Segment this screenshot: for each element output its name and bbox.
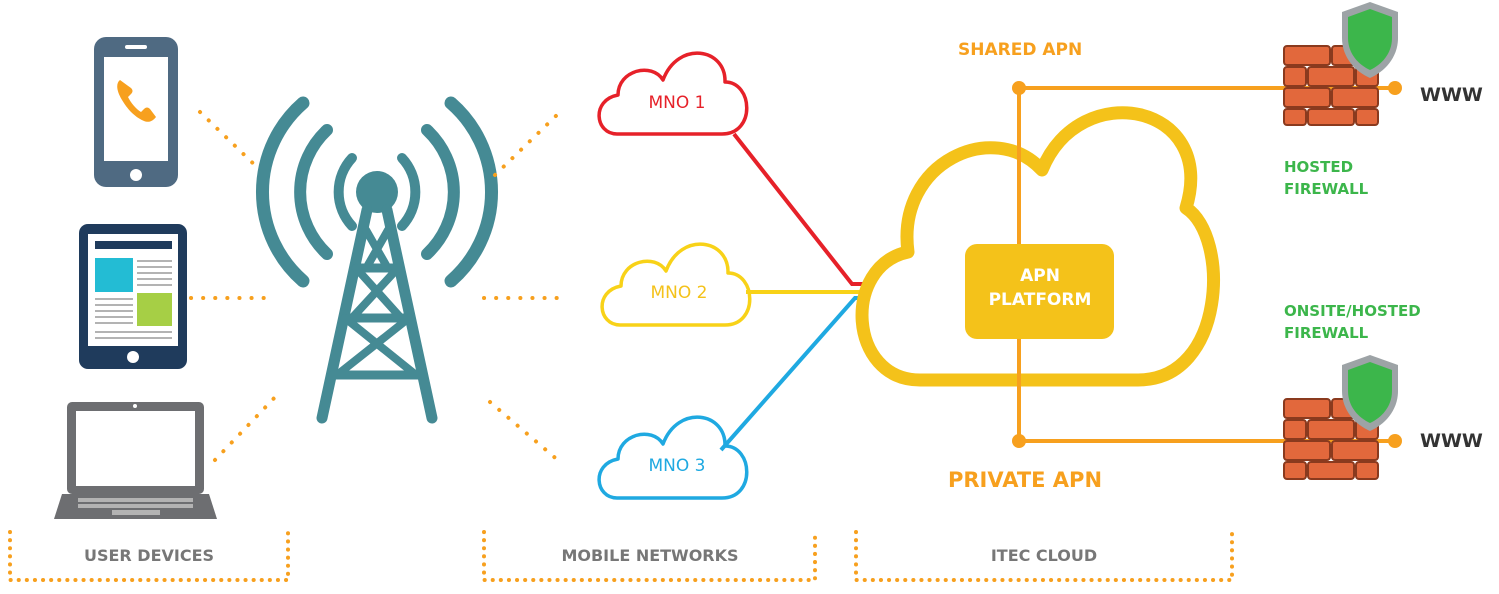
section-user-devices-label: USER DEVICES: [83, 546, 215, 565]
mno1-cloud-icon: [597, 51, 749, 136]
cell-tower-icon: [256, 96, 498, 424]
smartphone-icon: [94, 37, 178, 187]
mno3-cloud-icon: [597, 415, 749, 500]
shield-icon: [1342, 2, 1398, 78]
apn-platform-line1: APN: [1020, 266, 1060, 286]
apn-platform-line2: PLATFORM: [988, 290, 1092, 310]
mno2-label: MNO 2: [650, 283, 708, 303]
onsite-firewall-line1: ONSITE/HOSTED: [1284, 302, 1421, 320]
hosted-firewall-line1: HOSTED: [1284, 158, 1354, 176]
hosted-firewall-line2: FIREWALL: [1284, 180, 1369, 198]
firewall-top-icon: [1283, 2, 1398, 126]
www-top-label: WWW: [1420, 84, 1483, 106]
tower-mno-links: [482, 110, 570, 464]
www-top-node: [1388, 81, 1402, 95]
bracket-mobile-networks: [482, 530, 817, 582]
apn-platform-box: [965, 244, 1114, 339]
private-apn-node: [1012, 434, 1026, 448]
firewall-bottom-icon: [1283, 355, 1398, 480]
section-mobile-networks-label: MOBILE NETWORKS: [561, 546, 739, 565]
section-brackets: [8, 530, 1234, 582]
tablet-icon: [79, 224, 187, 369]
apn-platform-label: APN PLATFORM: [965, 264, 1115, 312]
bracket-user-devices: [8, 530, 290, 582]
www-bottom-node: [1388, 434, 1402, 448]
shared-apn-node: [1012, 81, 1026, 95]
onsite-firewall-label: ONSITE/HOSTED FIREWALL: [1284, 300, 1421, 344]
hosted-firewall-label: HOSTED FIREWALL: [1284, 156, 1368, 200]
bracket-itec-cloud: [854, 530, 1234, 582]
laptop-icon: [54, 402, 217, 519]
mno3-label: MNO 3: [648, 456, 706, 476]
device-tower-links: [189, 110, 281, 462]
private-apn-label: PRIVATE APN: [948, 468, 1103, 492]
shared-apn-label: SHARED APN: [958, 40, 1083, 60]
section-itec-cloud-label: ITEC CLOUD: [990, 546, 1098, 565]
onsite-firewall-line2: FIREWALL: [1284, 324, 1369, 342]
shield-icon: [1342, 355, 1398, 431]
www-bottom-label: WWW: [1420, 430, 1483, 452]
mno1-label: MNO 1: [648, 93, 706, 113]
